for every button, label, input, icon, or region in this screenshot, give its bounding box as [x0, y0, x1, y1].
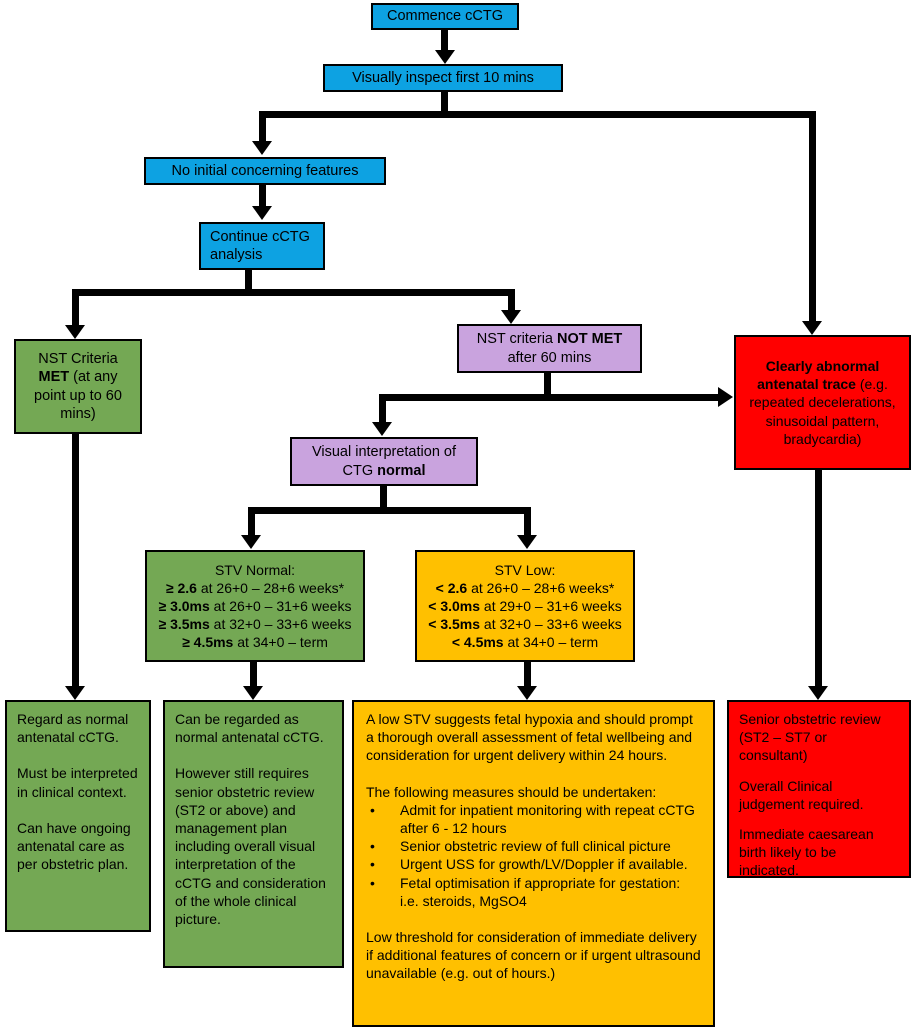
connector-nst-met-to-regard	[72, 434, 79, 687]
stv-low-line: < 4.5ms at 34+0 – term	[451, 634, 599, 651]
node-visual-line2: CTG normal	[342, 462, 426, 479]
connector-stv-low-to-action	[524, 662, 531, 687]
connector-no-initial-to-continue	[259, 185, 266, 207]
connector-visual-to-stv-low	[524, 507, 531, 536]
regard-paragraph: Can have ongoing antenatal care as per o…	[17, 819, 131, 873]
action-measures-intro: The following measures should be underta…	[366, 783, 657, 800]
arrowhead-continue-to-nst-met	[65, 325, 85, 339]
node-nst-not-met-line2: after 60 mins	[507, 349, 592, 366]
stv-normal-line: STV Normal:	[214, 561, 296, 578]
stv-low-line: < 3.0ms at 29+0 – 31+6 weeks	[428, 597, 622, 614]
node-regard-as-normal: Regard as normal antenatal cCTG. Must be…	[5, 700, 151, 932]
connector-visual-stub	[380, 486, 387, 510]
connector-inspect-stub	[441, 91, 448, 114]
arrowhead-commence-to-inspect	[435, 50, 455, 64]
node-commence-cctg: Commence cCTG	[371, 3, 519, 30]
connector-continue-branch-horizontal	[72, 289, 515, 296]
arrowhead-not-met-to-visual	[372, 422, 392, 436]
node-nst-criteria-not-met: NST criteria NOT MET after 60 mins	[457, 324, 642, 373]
connector-stv-normal-to-can-be	[250, 662, 257, 687]
node-no-initial-label: No initial concerning features	[171, 162, 359, 179]
node-nst-criteria-met: NST Criteria MET (at any point up to 60 …	[14, 339, 142, 434]
action-measure-item: Admit for inpatient monitoring with repe…	[366, 801, 701, 837]
arrowhead-inspect-to-abnormal	[802, 321, 822, 335]
action-measure-item: Urgent USS for growth/LV/Doppler if avai…	[366, 855, 701, 873]
node-visually-inspect: Visually inspect first 10 mins	[323, 64, 563, 92]
action-intro-paragraph: A low STV suggests fetal hypoxia and sho…	[366, 711, 693, 764]
senior-review-paragraph: Overall Clinical judgement required.	[739, 777, 864, 812]
node-abnormal-label: Clearly abnormal antenatal trace (e.g. r…	[749, 358, 896, 447]
arrowhead-continue-to-nst-not-met	[501, 310, 521, 324]
connector-visual-branch-horizontal	[248, 507, 531, 514]
node-senior-obstetric-review: Senior obstetric review (ST2 – ST7 or co…	[727, 700, 911, 878]
connector-commence-to-inspect	[441, 30, 448, 51]
node-no-initial-concerning-features: No initial concerning features	[144, 157, 386, 185]
connector-not-met-branch-horizontal	[379, 394, 719, 401]
arrowhead-visual-to-stv-low	[517, 535, 537, 549]
arrowhead-not-met-to-abnormal	[718, 387, 733, 407]
connector-inspect-branch-horizontal	[259, 111, 816, 118]
arrowhead-no-initial-to-continue	[252, 206, 272, 220]
action-measure-item: Senior obstetric review of full clinical…	[366, 837, 701, 855]
arrowhead-inspect-to-no-initial	[252, 141, 272, 155]
node-nst-not-met-line1: NST criteria NOT MET	[476, 331, 623, 348]
node-visual-line1: Visual interpretation of	[311, 444, 457, 461]
arrowhead-stv-low-to-action	[517, 686, 537, 700]
action-measures-list: Admit for inpatient monitoring with repe…	[366, 801, 701, 910]
node-stv-normal: STV Normal: ≥ 2.6 at 26+0 – 28+6 weeks* …	[145, 550, 365, 662]
connector-not-met-to-visual	[379, 394, 386, 423]
stv-normal-line: ≥ 3.0ms at 26+0 – 31+6 weeks	[158, 597, 352, 614]
node-visual-interpretation-normal: Visual interpretation of CTG normal	[290, 437, 478, 486]
arrowhead-visual-to-stv-normal	[241, 535, 261, 549]
node-low-stv-action-plan: A low STV suggests fetal hypoxia and sho…	[352, 700, 715, 1027]
node-commence-cctg-label: Commence cCTG	[386, 8, 504, 25]
node-visually-inspect-label: Visually inspect first 10 mins	[352, 69, 534, 86]
node-continue-cctg-analysis: Continue cCTG analysis	[199, 222, 325, 270]
action-measure-item: Fetal optimisation if appropriate for ge…	[366, 874, 701, 910]
action-threshold-paragraph: Low threshold for consideration of immed…	[366, 928, 701, 982]
stv-low-line: < 2.6 at 26+0 – 28+6 weeks*	[435, 579, 615, 596]
stv-low-line: < 3.5ms at 32+0 – 33+6 weeks	[428, 616, 622, 633]
arrowhead-nst-met-to-regard	[65, 686, 85, 700]
connector-abnormal-to-senior	[815, 470, 822, 687]
stv-low-line: STV Low:	[494, 561, 556, 578]
node-nst-met-label: NST Criteria MET (at any point up to 60 …	[34, 351, 122, 422]
arrowhead-stv-normal-to-can-be	[243, 686, 263, 700]
can-be-paragraph: Can be regarded as normal antenatal cCTG…	[175, 711, 324, 746]
node-stv-low: STV Low: < 2.6 at 26+0 – 28+6 weeks* < 3…	[415, 550, 635, 662]
connector-visual-to-stv-normal	[248, 507, 255, 536]
connector-continue-to-nst-not-met	[508, 289, 515, 311]
stv-normal-line: ≥ 2.6 at 26+0 – 28+6 weeks*	[165, 579, 345, 596]
arrowhead-abnormal-to-senior	[808, 686, 828, 700]
regard-paragraph: Must be interpreted in clinical context.	[17, 765, 138, 800]
connector-continue-stub	[245, 270, 252, 291]
connector-inspect-to-abnormal	[809, 111, 816, 323]
senior-review-paragraph: Immediate caesarean birth likely to be i…	[739, 825, 874, 879]
can-be-paragraph: However still requires senior obstetric …	[175, 765, 326, 927]
connector-inspect-to-no-initial	[259, 111, 266, 142]
connector-continue-to-nst-met	[72, 289, 79, 326]
stv-normal-line: ≥ 3.5ms at 32+0 – 33+6 weeks	[158, 616, 352, 633]
node-can-be-regarded-normal: Can be regarded as normal antenatal cCTG…	[163, 700, 344, 968]
stv-normal-line: ≥ 4.5ms at 34+0 – term	[182, 634, 328, 651]
senior-review-paragraph: Senior obstetric review (ST2 – ST7 or co…	[739, 711, 881, 764]
regard-paragraph: Regard as normal antenatal cCTG.	[17, 711, 129, 746]
node-continue-label: Continue cCTG analysis	[210, 228, 310, 263]
connector-not-met-stub	[544, 373, 551, 398]
node-clearly-abnormal-trace: Clearly abnormal antenatal trace (e.g. r…	[734, 335, 911, 470]
